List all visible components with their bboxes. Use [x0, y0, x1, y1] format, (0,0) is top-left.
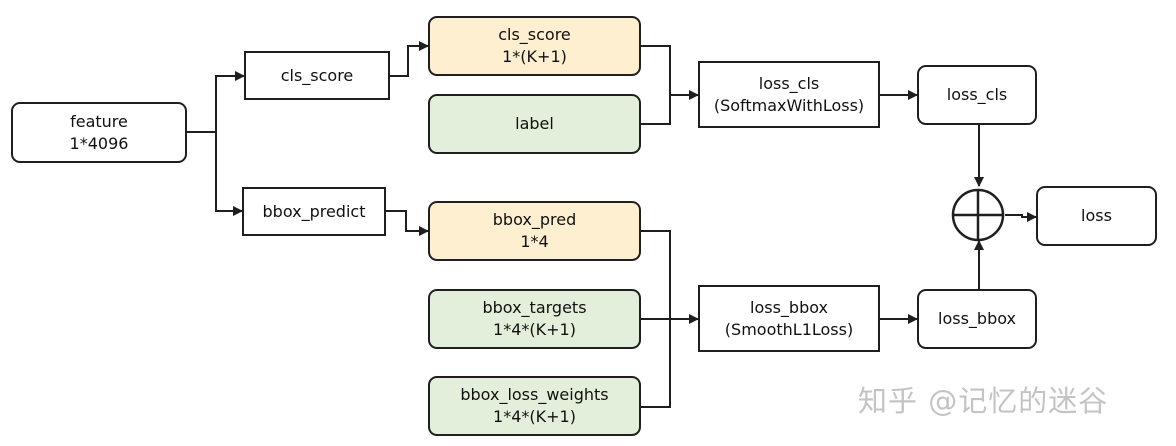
- cls-score-output-label: cls_score: [498, 25, 571, 44]
- feature-dim: 1*4096: [69, 133, 129, 153]
- feature-box: feature 1*4096: [11, 102, 187, 163]
- cls-score-output-box: cls_score 1*(K+1): [428, 16, 641, 76]
- bbox-targets-box: bbox_targets 1*4*(K+1): [428, 289, 641, 349]
- bbox-loss-weights-dim: 1*4*(K+1): [493, 407, 576, 426]
- cls-score-fc-label: cls_score: [280, 65, 354, 85]
- bbox-loss-weights-label: bbox_loss_weights: [460, 385, 609, 404]
- bbox-predict-fc-box: bbox_predict: [242, 187, 386, 236]
- loss-cls-output-label: loss_cls: [946, 85, 1008, 104]
- connector-bbox-predict-to-output: [386, 210, 429, 236]
- loss-output-label: loss: [1081, 206, 1112, 225]
- cls-score-output-dim: 1*(K+1): [502, 47, 567, 66]
- bbox-targets-dim: 1*4*(K+1): [493, 320, 576, 339]
- loss-output-box: loss: [1036, 186, 1157, 246]
- loss-bbox-layer-label: loss_bbox: [750, 297, 828, 317]
- loss-cls-output-box: loss_cls: [917, 65, 1037, 125]
- loss-cls-layer-box: loss_cls (SoftmaxWithLoss): [698, 61, 880, 128]
- connector-feature-to-cls-score: [187, 71, 245, 133]
- connector-cls-score-to-output: [390, 41, 429, 77]
- connector-cls-score-to-loss-cls: [641, 45, 699, 100]
- loss-bbox-layer-type: (SmoothL1Loss): [724, 319, 854, 339]
- bbox-pred-output-label: bbox_pred: [492, 210, 577, 229]
- cls-score-fc-box: cls_score: [244, 51, 390, 100]
- connector-feature-to-bbox-predict: [187, 131, 243, 216]
- loss-bbox-layer-box: loss_bbox (SmoothL1Loss): [698, 285, 880, 352]
- bbox-loss-weights-box: bbox_loss_weights 1*4*(K+1): [428, 376, 641, 436]
- loss-cls-layer-label: loss_cls: [758, 73, 820, 93]
- bbox-pred-output-dim: 1*4: [520, 232, 549, 251]
- loss-bbox-output-label: loss_bbox: [938, 309, 1016, 328]
- plus-circle-icon: [951, 188, 1005, 242]
- loss-bbox-output-box: loss_bbox: [917, 289, 1037, 349]
- loss-cls-layer-type: (SoftmaxWithLoss): [713, 95, 865, 115]
- bbox-pred-output-box: bbox_pred 1*4: [428, 201, 641, 261]
- feature-label: feature: [70, 111, 128, 131]
- label-box: label: [428, 94, 641, 154]
- connector-sum-to-loss: [1005, 212, 1037, 222]
- bbox-predict-fc-label: bbox_predict: [262, 201, 366, 221]
- connector-label-to-loss-cls: [641, 95, 671, 125]
- watermark-text: 知乎 @记忆的迷谷: [858, 384, 1109, 418]
- bbox-targets-label: bbox_targets: [482, 298, 587, 317]
- label-box-label: label: [515, 114, 554, 133]
